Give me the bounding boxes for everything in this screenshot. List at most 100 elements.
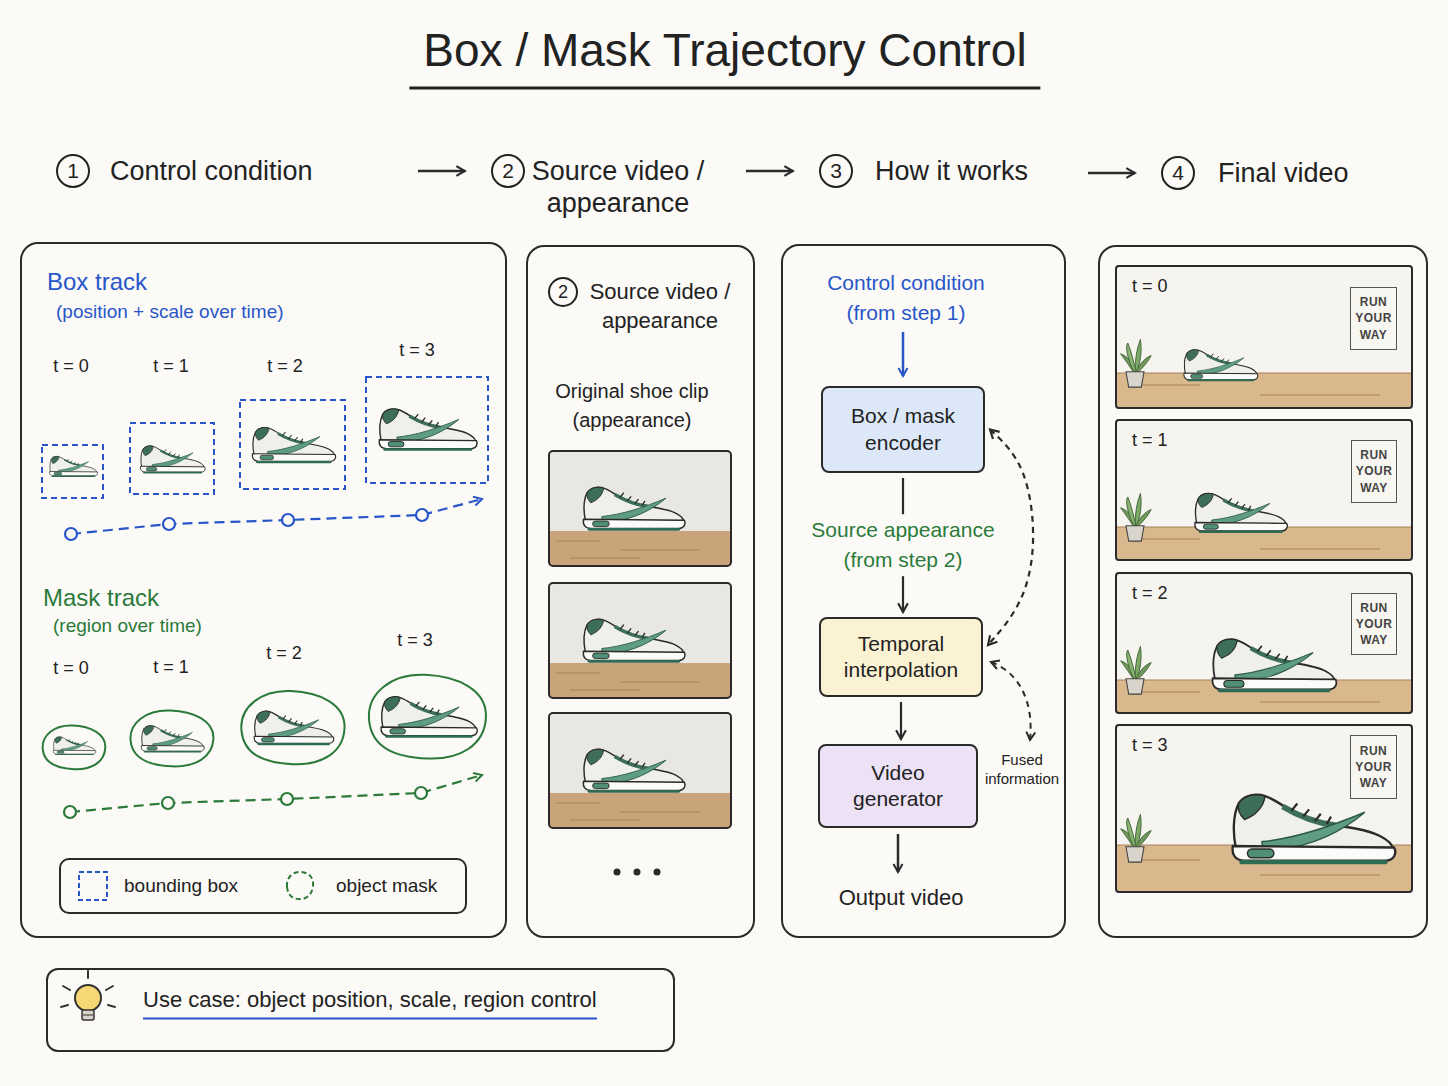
wall-sign: RUN YOUR WAY bbox=[1350, 735, 1397, 799]
source-clip-frames bbox=[550, 793, 730, 827]
legend-text: bounding box bbox=[124, 875, 238, 897]
mask-track-illustration bbox=[64, 806, 76, 818]
lightbulb-icon bbox=[75, 985, 101, 1011]
step-heading: Control condition bbox=[110, 155, 313, 187]
condition-note: Control condition (from step 1) bbox=[806, 268, 1006, 328]
mask-track-illustration bbox=[254, 711, 334, 744]
pipeline-arrows bbox=[902, 332, 905, 376]
step-heading: How it works bbox=[875, 155, 1028, 187]
final-video-frames bbox=[1121, 814, 1152, 862]
box-track-illustration bbox=[252, 428, 335, 462]
step-arrow bbox=[746, 170, 793, 173]
time-label: t = 3 bbox=[399, 340, 435, 361]
process-box: Box / mask encoder bbox=[821, 386, 985, 473]
step-number: 3 bbox=[819, 154, 853, 188]
step-panel: 4Final videot = 0RUN YOUR WAYt = 1RUN YO… bbox=[1098, 245, 1428, 938]
step-heading: Source video / appearance bbox=[518, 155, 718, 220]
step-number: 4 bbox=[1161, 156, 1195, 190]
mask-track-illustration bbox=[43, 726, 106, 770]
step-number: 1 bbox=[56, 154, 90, 188]
wall-sign: RUN YOUR WAY bbox=[1351, 593, 1397, 655]
box-track-illustration bbox=[240, 400, 345, 489]
mask-track-illustration bbox=[141, 726, 204, 752]
source-clip-frames bbox=[556, 541, 700, 558]
box-track-illustration bbox=[163, 518, 175, 530]
source-clip-frames bbox=[549, 713, 731, 828]
source-clip-frames bbox=[549, 451, 731, 566]
final-video-frames bbox=[1195, 493, 1287, 531]
panel-heading: Source video / appearance bbox=[571, 277, 749, 335]
box-text: Video generator bbox=[828, 760, 968, 813]
source-clip-frames bbox=[549, 451, 731, 566]
box-track-illustration bbox=[282, 514, 294, 526]
use-case-box: Use case: object position, scale, region… bbox=[46, 968, 675, 1052]
step-heading: Final video bbox=[1218, 157, 1349, 189]
step-number: 2 bbox=[491, 154, 525, 188]
box-track-illustration bbox=[379, 409, 477, 450]
track-subtitle: (region over time) bbox=[53, 613, 202, 640]
legend-box: bounding boxobject mask bbox=[59, 858, 467, 914]
source-clip-frames bbox=[549, 713, 731, 828]
mask-track-illustration bbox=[162, 797, 174, 809]
source-clip-frames bbox=[550, 531, 730, 565]
video-frame: t = 1RUN YOUR WAY bbox=[1115, 419, 1413, 561]
time-label: t = 1 bbox=[153, 657, 189, 678]
pipeline-arrows bbox=[991, 662, 1031, 740]
caption-text: Original shoe clip (appearance) bbox=[537, 377, 727, 435]
legend-box-sample bbox=[79, 872, 107, 900]
box-track-illustration bbox=[366, 377, 488, 483]
mask-track-illustration bbox=[281, 793, 293, 805]
step-arrow bbox=[418, 170, 465, 173]
final-video-frames bbox=[1115, 419, 1413, 561]
final-video-frames bbox=[1121, 339, 1152, 387]
box-track-illustration bbox=[50, 456, 98, 476]
source-clip-frames bbox=[614, 869, 621, 876]
final-video-frames bbox=[1121, 493, 1152, 541]
legend-swatch bbox=[283, 869, 317, 903]
final-video-frames bbox=[1115, 265, 1413, 893]
time-label: t = 2 bbox=[1132, 583, 1168, 604]
process-box: Video generator bbox=[818, 744, 978, 828]
box-text: Box / mask encoder bbox=[833, 403, 973, 456]
process-box: Temporal interpolation bbox=[819, 617, 983, 697]
box-track-illustration bbox=[42, 377, 488, 540]
sign-text: RUN YOUR WAY bbox=[1352, 600, 1396, 649]
track-heading: Mask track bbox=[43, 584, 159, 612]
flow-arrow bbox=[900, 702, 902, 739]
source-clip-frames bbox=[550, 663, 730, 697]
step-panel: 2Source video / appearance2Source video … bbox=[526, 245, 755, 938]
source-clip-frames bbox=[634, 869, 641, 876]
box-text: Temporal interpolation bbox=[831, 631, 971, 684]
lightbulb-icon bbox=[83, 1015, 93, 1016]
legend-mask-sample bbox=[287, 872, 313, 899]
final-video-frames bbox=[1116, 373, 1412, 408]
mask-track-illustration bbox=[43, 675, 486, 818]
step-panel: 3How it worksControl condition (from ste… bbox=[781, 244, 1066, 938]
source-clip-frames bbox=[556, 673, 700, 690]
output-text: Output video bbox=[839, 885, 964, 911]
diagram-title: Box / Mask Trajectory Control bbox=[409, 23, 1040, 90]
time-label: t = 1 bbox=[153, 356, 189, 377]
mask-track-illustration bbox=[53, 737, 96, 755]
source-clip-frames bbox=[556, 803, 700, 820]
time-label: t = 3 bbox=[1132, 735, 1168, 756]
source-clip-frames bbox=[583, 487, 685, 529]
sign-text: RUN YOUR WAY bbox=[1351, 743, 1396, 792]
box-track-illustration bbox=[140, 446, 205, 473]
box-track-illustration bbox=[130, 423, 214, 494]
source-clip-frames bbox=[549, 583, 731, 698]
box-track-illustration bbox=[65, 528, 77, 540]
time-label: t = 0 bbox=[53, 658, 89, 679]
legend-swatch bbox=[76, 869, 110, 903]
step-number: 2 bbox=[548, 277, 578, 307]
mask-track-illustration bbox=[381, 697, 477, 737]
video-frame: t = 2 RUN YOUR WAY bbox=[1115, 572, 1413, 714]
video-frame: t = 0RUN YOUR WAY bbox=[1115, 265, 1413, 409]
final-video-frames bbox=[1233, 795, 1396, 862]
track-subtitle: (position + scale over time) bbox=[56, 299, 284, 326]
time-label: t = 0 bbox=[53, 356, 89, 377]
time-label: t = 0 bbox=[1132, 276, 1168, 297]
source-clip-frames bbox=[654, 869, 661, 876]
source-clip-frames bbox=[583, 619, 685, 661]
final-video-frames bbox=[1184, 350, 1258, 381]
